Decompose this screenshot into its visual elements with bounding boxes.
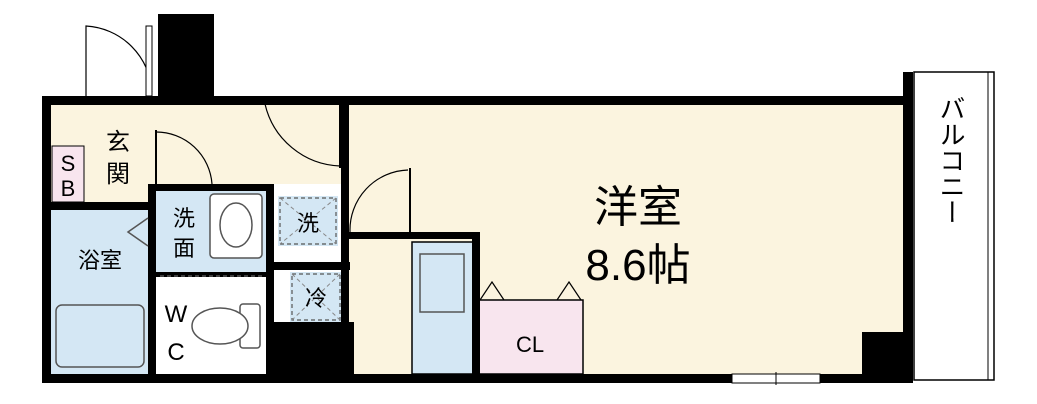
closet-door-left — [479, 280, 505, 301]
room-door-swing — [349, 169, 409, 233]
column-top — [158, 14, 214, 104]
fridge-label: 冷 — [305, 287, 327, 312]
entrance-door-swing — [85, 25, 153, 96]
wall-left — [42, 96, 51, 383]
toilet-label-1: W — [165, 301, 188, 328]
western-room-name: 洋室 — [594, 182, 682, 233]
wash-basin-bowl — [219, 202, 253, 248]
toilet-bowl — [191, 307, 249, 345]
washer-cross-2 — [279, 197, 337, 245]
wall-wash-bottom — [156, 272, 266, 277]
corridor-floor — [345, 230, 415, 374]
entrance-label-2: 関 — [106, 160, 130, 188]
entrance-label-1: 玄 — [106, 128, 130, 156]
toilet-label-2: C — [167, 339, 184, 366]
balcony-area — [913, 71, 995, 381]
bath-door-mark — [126, 217, 149, 247]
wall-entrance-bottom — [42, 202, 152, 210]
wall-counter-right — [472, 232, 480, 382]
wall-wash-right — [266, 184, 274, 382]
washer-box — [279, 197, 337, 245]
wash-basin — [209, 193, 263, 259]
hall-floor — [150, 104, 345, 184]
bathroom-label: 浴室 — [78, 249, 122, 274]
closet — [477, 299, 584, 375]
balcony-label: バルコニー — [935, 95, 965, 225]
fridge-box — [291, 273, 341, 321]
hall-door-swing — [264, 103, 341, 167]
wall-wash-top — [148, 184, 274, 191]
column-bottom-mid — [272, 322, 354, 382]
wall-bath-right — [148, 188, 156, 382]
bathtub — [55, 304, 145, 368]
shoe-box-label-2: B — [61, 176, 76, 201]
wall-corridor-top — [345, 232, 473, 239]
wall-top — [42, 96, 912, 105]
wall-right — [903, 72, 913, 383]
wall-washer-bottom — [266, 262, 350, 270]
shoe-box-label-1: S — [61, 151, 76, 176]
closet-door-right — [556, 280, 582, 301]
column-bottom-right — [862, 332, 912, 382]
washroom-label-1: 洗 — [173, 207, 195, 232]
entrance-door-leaf — [145, 25, 153, 97]
closet-label: CL — [516, 332, 544, 357]
washroom-label-2: 面 — [173, 237, 195, 262]
wash-door-swing — [155, 131, 213, 185]
sink — [419, 253, 465, 313]
washer-label: 洗 — [297, 212, 319, 237]
wall-corridor-left — [341, 104, 349, 330]
western-room-size: 8.6帖 — [585, 241, 690, 290]
